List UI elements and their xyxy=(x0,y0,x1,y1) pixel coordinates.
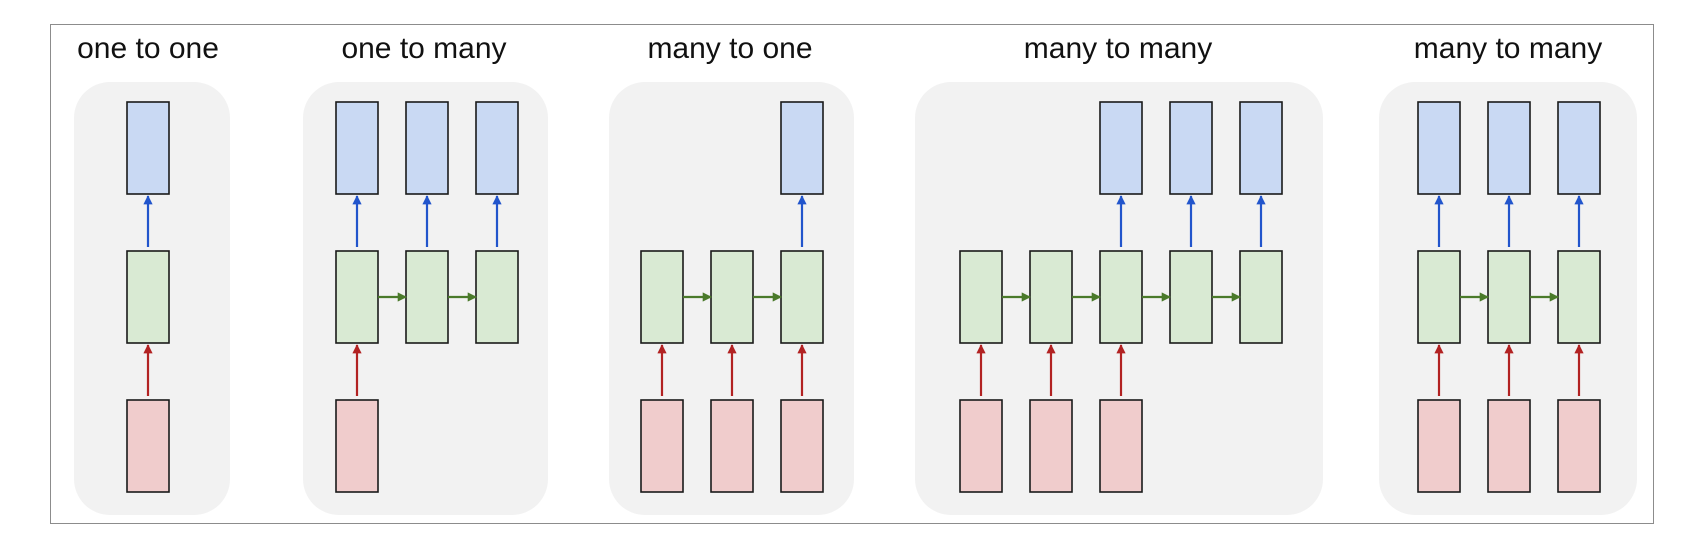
input-box xyxy=(1099,399,1143,493)
input-box xyxy=(126,399,170,493)
output-box xyxy=(1557,101,1601,195)
input-box xyxy=(1417,399,1461,493)
output-box xyxy=(1417,101,1461,195)
input-box xyxy=(1557,399,1601,493)
hidden-state-box xyxy=(405,250,449,344)
panel-one-to-one xyxy=(74,82,230,515)
panel-title-one-to-many: one to many xyxy=(341,32,506,65)
output-box xyxy=(405,101,449,195)
input-box xyxy=(710,399,754,493)
hidden-state-box xyxy=(959,250,1003,344)
hidden-state-box xyxy=(1099,250,1143,344)
panel-title-many-to-one: many to one xyxy=(647,32,812,65)
input-box xyxy=(1487,399,1531,493)
output-box xyxy=(780,101,824,195)
hidden-state-box xyxy=(475,250,519,344)
output-box xyxy=(1239,101,1283,195)
hidden-state-box xyxy=(1417,250,1461,344)
hidden-state-box xyxy=(780,250,824,344)
panel-many-to-one xyxy=(609,82,854,515)
panel-title-one-to-one: one to one xyxy=(77,32,219,65)
input-box xyxy=(640,399,684,493)
panel-one-to-many xyxy=(303,82,548,515)
output-box xyxy=(475,101,519,195)
output-box xyxy=(335,101,379,195)
hidden-state-box xyxy=(1169,250,1213,344)
output-box xyxy=(1487,101,1531,195)
hidden-state-box xyxy=(710,250,754,344)
output-box xyxy=(1099,101,1143,195)
hidden-state-box xyxy=(126,250,170,344)
panel-title-many-to-many-2: many to many xyxy=(1414,32,1602,65)
output-box xyxy=(1169,101,1213,195)
panel-many-to-many-2 xyxy=(1379,82,1637,515)
input-box xyxy=(1029,399,1073,493)
input-box xyxy=(959,399,1003,493)
hidden-state-box xyxy=(335,250,379,344)
hidden-state-box xyxy=(1557,250,1601,344)
panel-title-many-to-many-1: many to many xyxy=(1024,32,1212,65)
hidden-state-box xyxy=(640,250,684,344)
hidden-state-box xyxy=(1029,250,1073,344)
output-box xyxy=(126,101,170,195)
hidden-state-box xyxy=(1239,250,1283,344)
input-box xyxy=(780,399,824,493)
panel-many-to-many-1 xyxy=(915,82,1323,515)
hidden-state-box xyxy=(1487,250,1531,344)
input-box xyxy=(335,399,379,493)
